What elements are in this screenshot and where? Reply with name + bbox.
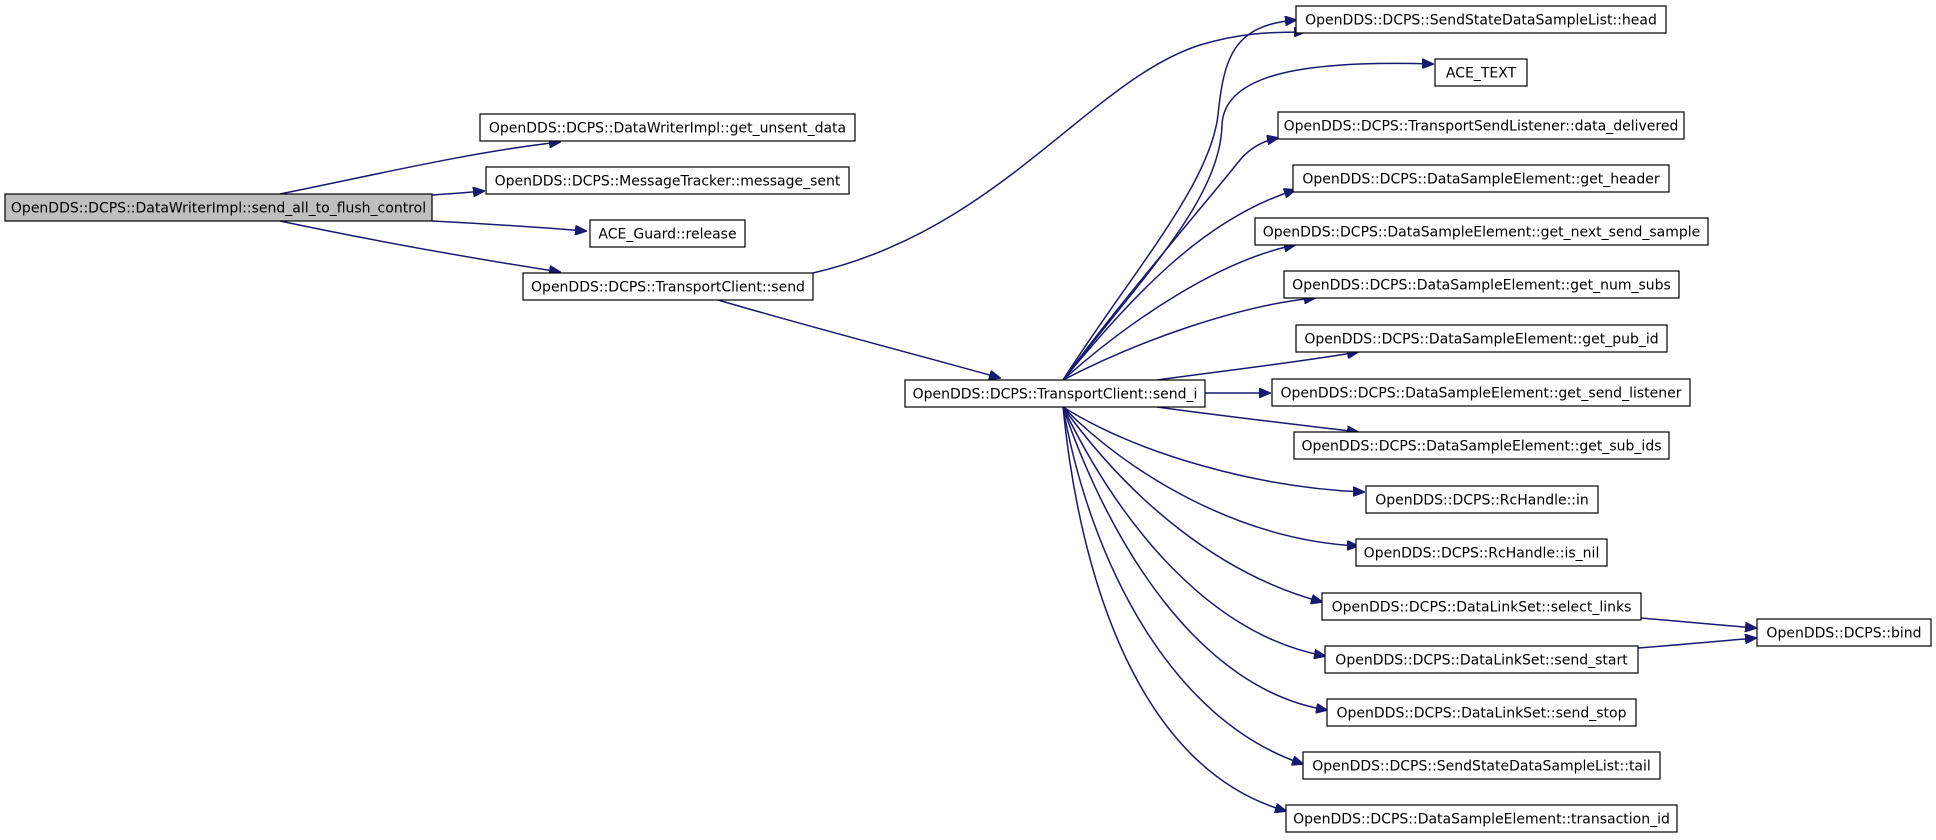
node-data-delivered[interactable]: OpenDDS::DCPS::TransportSendListener::da… xyxy=(1277,111,1685,140)
node-label: OpenDDS::DCPS::DataSampleElement::get_he… xyxy=(1302,172,1659,188)
node-label: OpenDDS::DCPS::DataSampleElement::get_se… xyxy=(1281,386,1682,402)
node-transaction-id[interactable]: OpenDDS::DCPS::DataSampleElement::transa… xyxy=(1285,804,1678,833)
edge-tc_send_i-to-select_links xyxy=(1062,406,1322,602)
node-label: OpenDDS::DCPS::RcHandle::in xyxy=(1375,493,1589,509)
node-box xyxy=(1271,378,1691,407)
node-label: OpenDDS::DCPS::DataLinkSet::send_start xyxy=(1335,653,1628,669)
edge-tc_send-to-tc_send_i xyxy=(717,299,1000,378)
node-get-num-subs[interactable]: OpenDDS::DCPS::DataSampleElement::get_nu… xyxy=(1283,270,1680,299)
node-get-sub-ids[interactable]: OpenDDS::DCPS::DataSampleElement::get_su… xyxy=(1293,431,1670,460)
edge-tc_send_i-to-send_stop xyxy=(1062,406,1327,710)
edge-root-to-release xyxy=(431,220,586,231)
node-label: OpenDDS::DCPS::DataSampleElement::get_ne… xyxy=(1263,225,1700,241)
edge-root-to-get_unsent_data xyxy=(279,142,560,195)
node-release[interactable]: ACE_Guard::release xyxy=(589,219,746,248)
node-box xyxy=(1321,592,1642,621)
node-box xyxy=(1355,538,1608,567)
edges-layer xyxy=(279,20,1756,811)
node-box xyxy=(589,219,746,248)
node-box xyxy=(1324,645,1639,674)
node-send-start[interactable]: OpenDDS::DCPS::DataLinkSet::send_start xyxy=(1324,645,1639,674)
node-select-links[interactable]: OpenDDS::DCPS::DataLinkSet::select_links xyxy=(1321,592,1642,621)
edge-tc_send-to-head xyxy=(812,32,1305,274)
node-tail[interactable]: OpenDDS::DCPS::SendStateDataSampleList::… xyxy=(1302,751,1661,780)
edge-tc_send_i-to-head xyxy=(1062,20,1296,381)
edge-tc_send_i-to-get_header xyxy=(1062,190,1295,381)
node-ace-text[interactable]: ACE_TEXT xyxy=(1434,58,1528,87)
node-box xyxy=(1365,485,1599,514)
node-box xyxy=(1254,217,1709,246)
node-label: OpenDDS::DCPS::TransportSendListener::da… xyxy=(1284,119,1679,135)
node-message-sent[interactable]: OpenDDS::DCPS::MessageTracker::message_s… xyxy=(485,166,850,195)
node-rc-in[interactable]: OpenDDS::DCPS::RcHandle::in xyxy=(1365,485,1599,514)
edge-tc_send_i-to-get_sub_ids xyxy=(1156,406,1358,432)
nodes-layer: OpenDDS::DCPS::DataWriterImpl::send_all_… xyxy=(4,5,1932,833)
node-box xyxy=(1326,698,1637,727)
node-rc-is-nil[interactable]: OpenDDS::DCPS::RcHandle::is_nil xyxy=(1355,538,1608,567)
node-label: OpenDDS::DCPS::RcHandle::is_nil xyxy=(1364,546,1600,562)
edge-root-to-message_sent xyxy=(431,191,484,195)
node-box xyxy=(1756,618,1932,647)
edge-tc_send_i-to-tail xyxy=(1062,406,1303,764)
edge-tc_send_i-to-data_delivered xyxy=(1062,138,1278,381)
edge-root-to-tc_send xyxy=(279,220,560,272)
edge-tc_send_i-to-send_start xyxy=(1062,406,1325,656)
edge-tc_send_i-to-get_pub_id xyxy=(1156,352,1358,381)
node-box xyxy=(1302,751,1661,780)
edge-tc_send_i-to-get_next_send_sample xyxy=(1062,245,1295,381)
edge-tc_send_i-to-rc_is_nil xyxy=(1062,406,1358,546)
node-tc-send-i[interactable]: OpenDDS::DCPS::TransportClient::send_i xyxy=(904,379,1206,408)
node-get-header[interactable]: OpenDDS::DCPS::DataSampleElement::get_he… xyxy=(1292,164,1670,193)
node-box xyxy=(1277,111,1685,140)
node-bind[interactable]: OpenDDS::DCPS::bind xyxy=(1756,618,1932,647)
node-root[interactable]: OpenDDS::DCPS::DataWriterImpl::send_all_… xyxy=(4,193,433,222)
node-box xyxy=(1295,324,1668,353)
edge-tc_send_i-to-transaction_id xyxy=(1062,406,1286,811)
edge-tc_send_i-to-rc_in xyxy=(1062,406,1364,492)
node-label: ACE_Guard::release xyxy=(598,227,736,243)
node-box xyxy=(1292,164,1670,193)
node-get-pub-id[interactable]: OpenDDS::DCPS::DataSampleElement::get_pu… xyxy=(1295,324,1668,353)
edge-tc_send_i-to-get_num_subs xyxy=(1062,298,1315,381)
node-label: OpenDDS::DCPS::DataWriterImpl::get_unsen… xyxy=(489,121,846,137)
node-label: OpenDDS::DCPS::TransportClient::send_i xyxy=(913,387,1198,403)
node-get-send-listener[interactable]: OpenDDS::DCPS::DataSampleElement::get_se… xyxy=(1271,378,1691,407)
node-box xyxy=(1295,5,1667,34)
node-label: OpenDDS::DCPS::DataWriterImpl::send_all_… xyxy=(11,201,426,217)
node-label: ACE_TEXT xyxy=(1446,66,1517,82)
node-label: OpenDDS::DCPS::DataSampleElement::get_su… xyxy=(1301,439,1661,455)
node-box xyxy=(522,272,814,301)
node-label: OpenDDS::DCPS::DataLinkSet::select_links xyxy=(1332,600,1632,616)
node-label: OpenDDS::DCPS::DataSampleElement::get_nu… xyxy=(1292,278,1671,294)
node-label: OpenDDS::DCPS::TransportClient::send xyxy=(531,280,805,296)
node-box xyxy=(479,113,856,142)
edge-select_links-to-bind xyxy=(1640,617,1756,628)
node-box xyxy=(1293,431,1670,460)
node-label: OpenDDS::DCPS::DataSampleElement::transa… xyxy=(1293,812,1670,828)
node-box xyxy=(4,193,433,222)
node-label: OpenDDS::DCPS::SendStateDataSampleList::… xyxy=(1305,13,1657,29)
node-box xyxy=(1285,804,1678,833)
node-head[interactable]: OpenDDS::DCPS::SendStateDataSampleList::… xyxy=(1295,5,1667,34)
node-label: OpenDDS::DCPS::SendStateDataSampleList::… xyxy=(1312,759,1651,775)
node-box xyxy=(485,166,850,195)
node-box xyxy=(904,379,1206,408)
node-label: OpenDDS::DCPS::MessageTracker::message_s… xyxy=(495,174,841,190)
node-label: OpenDDS::DCPS::DataSampleElement::get_pu… xyxy=(1304,332,1658,348)
node-get-next-send-sample[interactable]: OpenDDS::DCPS::DataSampleElement::get_ne… xyxy=(1254,217,1709,246)
edge-send_start-to-bind xyxy=(1637,638,1756,649)
edge-tc_send_i-to-ace_text xyxy=(1062,63,1433,381)
node-get-unsent-data[interactable]: OpenDDS::DCPS::DataWriterImpl::get_unsen… xyxy=(479,113,856,142)
node-label: OpenDDS::DCPS::bind xyxy=(1766,626,1921,642)
node-box xyxy=(1434,58,1528,87)
node-box xyxy=(1283,270,1680,299)
node-label: OpenDDS::DCPS::DataLinkSet::send_stop xyxy=(1336,706,1626,722)
node-tc-send[interactable]: OpenDDS::DCPS::TransportClient::send xyxy=(522,272,814,301)
node-send-stop[interactable]: OpenDDS::DCPS::DataLinkSet::send_stop xyxy=(1326,698,1637,727)
